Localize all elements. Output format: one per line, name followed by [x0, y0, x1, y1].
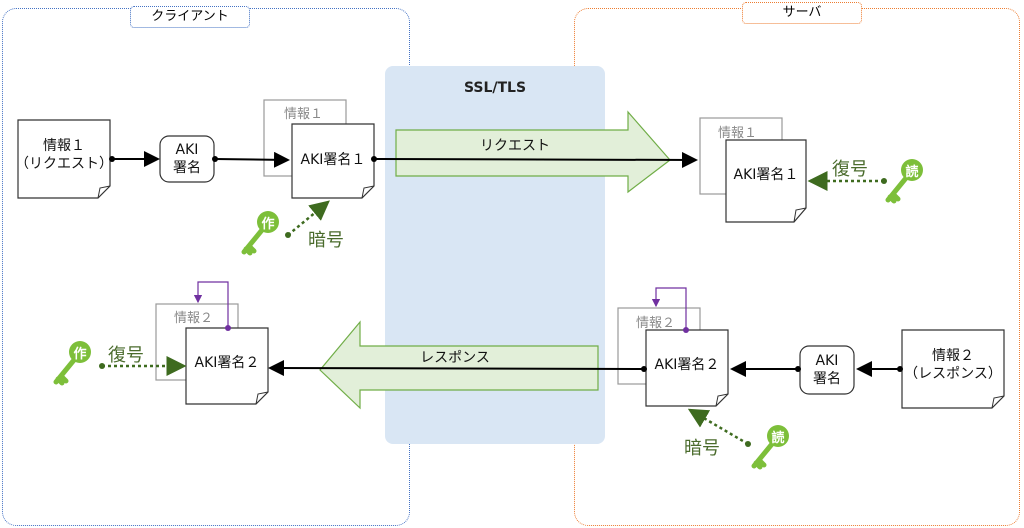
client-create-key2-glyph: 作 [73, 347, 87, 362]
client-decrypt-label: 復号 [108, 345, 144, 366]
info1-title: 情報１ [43, 138, 85, 154]
info2-subtitle: （レスポンス） [904, 366, 1002, 382]
client-ghost-info1: 情報１ [284, 107, 324, 122]
request-label: リクエスト [480, 138, 550, 154]
server-signed-doc2-label: AKI署名２ [654, 357, 720, 373]
client-encrypt-label: 暗号 [308, 230, 344, 251]
client-signed-doc1 [291, 123, 375, 199]
client-ghost-info2: 情報２ [174, 311, 214, 326]
info2-response-doc [901, 329, 1005, 409]
server-encrypt-label: 暗号 [684, 438, 720, 459]
info1-subtitle: （リクエスト） [15, 156, 113, 172]
server-signed-doc1-label: AKI署名１ [733, 167, 799, 183]
client-create-key-glyph: 作 [261, 217, 275, 232]
response-label: レスポンス [420, 350, 490, 366]
client-aki-label: AKI [175, 142, 199, 158]
info1-request-doc [17, 119, 111, 199]
client-signed-doc2 [185, 327, 269, 405]
server-read-key-glyph: 読 [905, 165, 919, 180]
server-aki-label: AKI [815, 353, 839, 369]
server-signed-doc2 [645, 329, 729, 407]
server-read-key2-glyph: 読 [771, 431, 785, 446]
server-decrypt-label: 復号 [832, 159, 868, 180]
server-ghost-info1: 情報１ [718, 126, 758, 141]
request-arrow [395, 110, 671, 194]
info2-title: 情報２ [932, 348, 974, 364]
client-sign-label: 署名 [173, 160, 201, 176]
client-signed-doc1-label: AKI署名１ [300, 152, 366, 168]
ssl-tls-label: SSL/TLS [463, 80, 527, 96]
client-zone-label: クライアント [130, 6, 250, 28]
server-ghost-info2: 情報２ [636, 316, 676, 331]
server-zone-label: サーバ [742, 2, 862, 24]
server-signed-doc1 [725, 139, 807, 223]
response-arrow [319, 320, 599, 410]
server-sign-label: 署名 [813, 371, 841, 387]
client-signed-doc2-label: AKI署名２ [194, 355, 260, 371]
